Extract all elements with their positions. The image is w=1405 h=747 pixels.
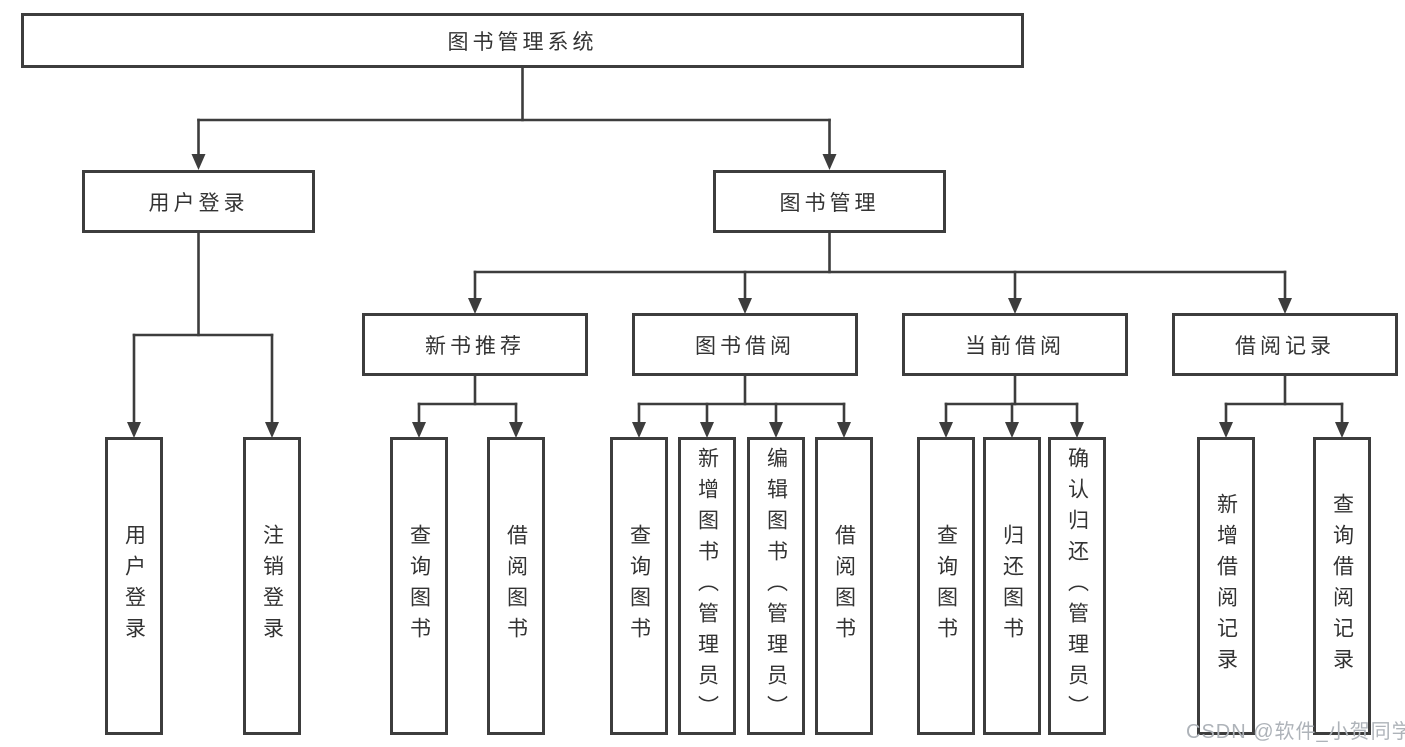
node-label: 用户登录 <box>148 191 249 215</box>
node-label: 查询图书 <box>407 524 431 648</box>
node-label: 图书管理 <box>779 191 880 215</box>
node-leaf-return-books: 归还图书 <box>983 437 1041 735</box>
node-new-book-recommend: 新书推荐 <box>362 313 588 376</box>
node-leaf-borrow-books: 借阅图书 <box>815 437 873 735</box>
node-book-management-system: 图书管理系统 <box>21 13 1024 68</box>
node-leaf-query-books-borrow: 查询图书 <box>610 437 668 735</box>
node-leaf-query-borrow-record: 查询借阅记录 <box>1313 437 1371 735</box>
node-label: 新书推荐 <box>425 334 525 358</box>
node-label: 确认归还（管理员） <box>1065 446 1089 726</box>
node-label: 图书管理系统 <box>447 30 598 54</box>
node-current-borrow: 当前借阅 <box>902 313 1128 376</box>
node-leaf-edit-books-admin: 编辑图书（管理员） <box>747 437 805 735</box>
node-label: 当前借阅 <box>965 334 1065 358</box>
node-leaf-borrow-books-recommend: 借阅图书 <box>487 437 545 735</box>
node-leaf-logout: 注销登录 <box>243 437 301 735</box>
node-leaf-query-books-recommend: 查询图书 <box>390 437 448 735</box>
node-user-login: 用户登录 <box>82 170 315 233</box>
node-label: 新增图书（管理员） <box>695 446 719 726</box>
node-leaf-add-borrow-record: 新增借阅记录 <box>1197 437 1255 735</box>
node-label: 用户登录 <box>122 524 146 648</box>
node-label: 图书借阅 <box>695 334 795 358</box>
node-leaf-confirm-return-admin: 确认归还（管理员） <box>1048 437 1106 735</box>
node-leaf-add-books-admin: 新增图书（管理员） <box>678 437 736 735</box>
node-label: 查询借阅记录 <box>1330 493 1354 679</box>
node-book-management: 图书管理 <box>713 170 946 233</box>
node-leaf-user-login: 用户登录 <box>105 437 163 735</box>
node-label: 编辑图书（管理员） <box>764 446 788 726</box>
node-leaf-query-books-current: 查询图书 <box>917 437 975 735</box>
node-label: 新增借阅记录 <box>1214 493 1238 679</box>
node-label: 借阅图书 <box>504 524 528 648</box>
node-label: 归还图书 <box>1000 524 1024 648</box>
node-label: 查询图书 <box>627 524 651 648</box>
node-label: 借阅图书 <box>832 524 856 648</box>
node-label: 注销登录 <box>260 524 284 648</box>
node-book-borrow: 图书借阅 <box>632 313 858 376</box>
csdn-watermark: CSDN @软件_小贺同学 <box>1186 721 1405 743</box>
node-label: 查询图书 <box>934 524 958 648</box>
node-label: 借阅记录 <box>1235 334 1335 358</box>
node-borrow-records: 借阅记录 <box>1172 313 1398 376</box>
